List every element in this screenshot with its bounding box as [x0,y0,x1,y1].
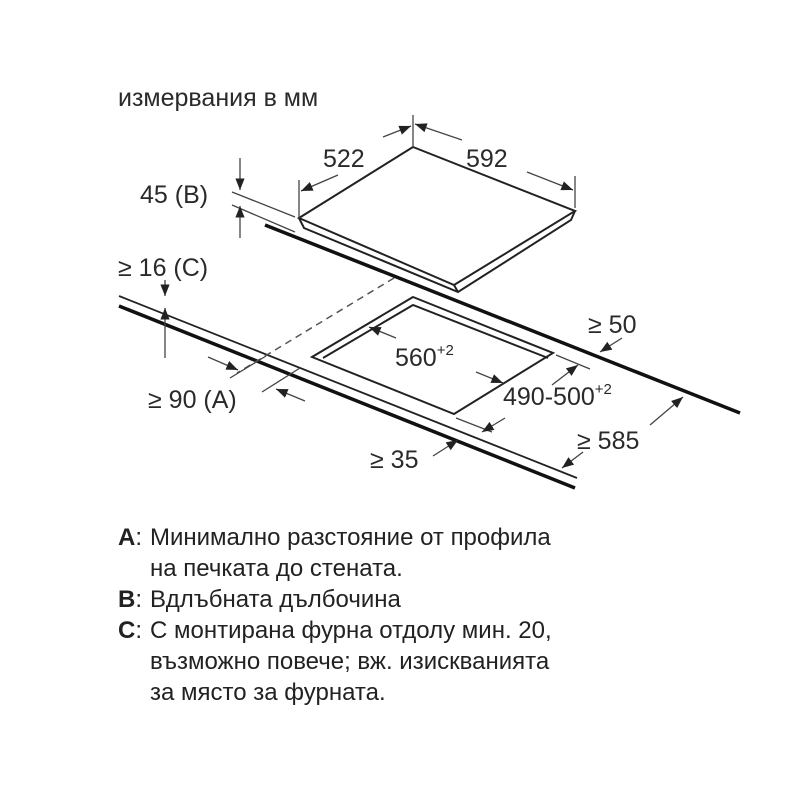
dim-90-a: ≥ 90 (A) [148,386,237,414]
dim-35: ≥ 35 [370,446,418,474]
legend-item-a-line2: на печката до стената. [150,555,403,582]
wall-dashed-line [236,277,395,374]
units-title: измервания в мм [118,84,318,112]
dim-16-c: ≥ 16 (C) [118,254,208,282]
worktop-front-top [118,295,578,479]
dim-522: 522 [323,145,365,173]
legend-item-c-line3: за място за фурната. [150,679,386,706]
dim-585: ≥ 585 [577,427,639,455]
dimension-lines [160,115,684,469]
legend-item-c: C:С монтирана фурна отдолу мин. 20, [118,617,552,644]
dim-45-b: 45 (B) [140,181,208,209]
dim-490-500: 490-500+2 [503,381,612,411]
dim-560: 560+2 [395,342,454,372]
legend: A:Минимално разстояние от профила на печ… [118,522,552,708]
legend-item-c-line2: възможно повече; вж. изискванията [150,648,550,675]
legend-item-a: A:Минимално разстояние от профила [118,524,551,551]
worktop-rear-edge [264,223,741,415]
dim-592: 592 [466,145,508,173]
worktop-front-edge [118,304,576,490]
cutout-outline [309,295,556,416]
dim-50: ≥ 50 [588,311,636,339]
hob-outline [296,145,578,294]
legend-item-b: B:Вдлъбната дълбочина [118,586,401,613]
